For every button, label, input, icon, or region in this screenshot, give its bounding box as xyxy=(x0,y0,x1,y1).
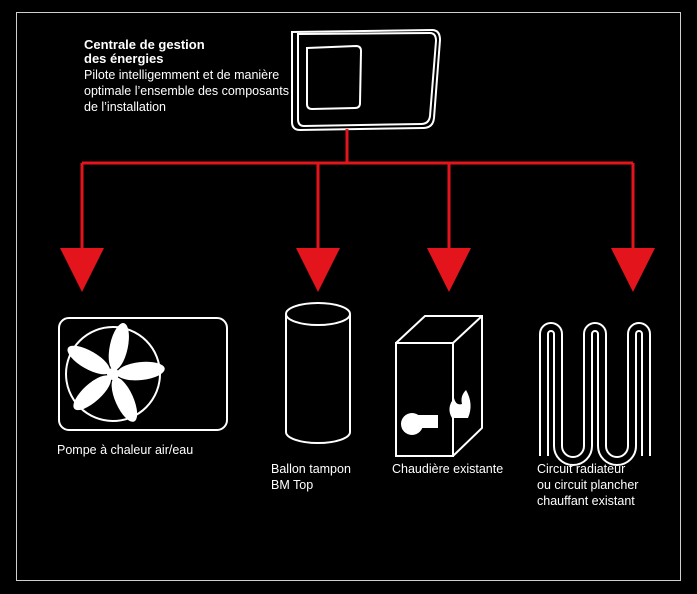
arrow-circuit xyxy=(611,248,655,292)
buffer-tank-label: Ballon tampon BM Top xyxy=(271,461,381,493)
central-description: Pilote intelligemment et de manière opti… xyxy=(84,68,289,114)
arrow-boiler xyxy=(427,248,471,292)
arrow-heatpump xyxy=(60,248,104,292)
central-title-line1: Centrale de gestion xyxy=(84,37,205,52)
arrow-buffer xyxy=(296,248,340,292)
buffer-tank-label-line1: Ballon tampon xyxy=(271,462,351,476)
buffer-tank-label-line2: BM Top xyxy=(271,478,314,492)
boiler-label: Chaudière existante xyxy=(392,462,504,476)
heating-circuit-label-line1: Circuit radiateur xyxy=(537,462,626,476)
heating-circuit-label-line2: ou circuit plancher xyxy=(537,478,639,492)
heating-circuit-icon xyxy=(539,322,651,466)
heat-pump-label: Pompe à chaleur air/eau xyxy=(57,443,194,457)
control-unit-icon xyxy=(291,28,442,132)
buffer-tank-icon xyxy=(285,302,351,444)
boiler-icon xyxy=(395,315,483,457)
heat-pump-icon xyxy=(58,317,228,431)
diagram-frame xyxy=(16,12,681,581)
distribution-lines xyxy=(80,129,635,250)
central-title-line2: des énergies xyxy=(84,51,164,66)
heating-circuit-label: Circuit radiateur ou circuit plancher ch… xyxy=(537,461,677,509)
heating-circuit-label-line3: chauffant existant xyxy=(537,494,635,508)
central-management-label: Centrale de gestion des énergies Pilote … xyxy=(84,38,299,115)
